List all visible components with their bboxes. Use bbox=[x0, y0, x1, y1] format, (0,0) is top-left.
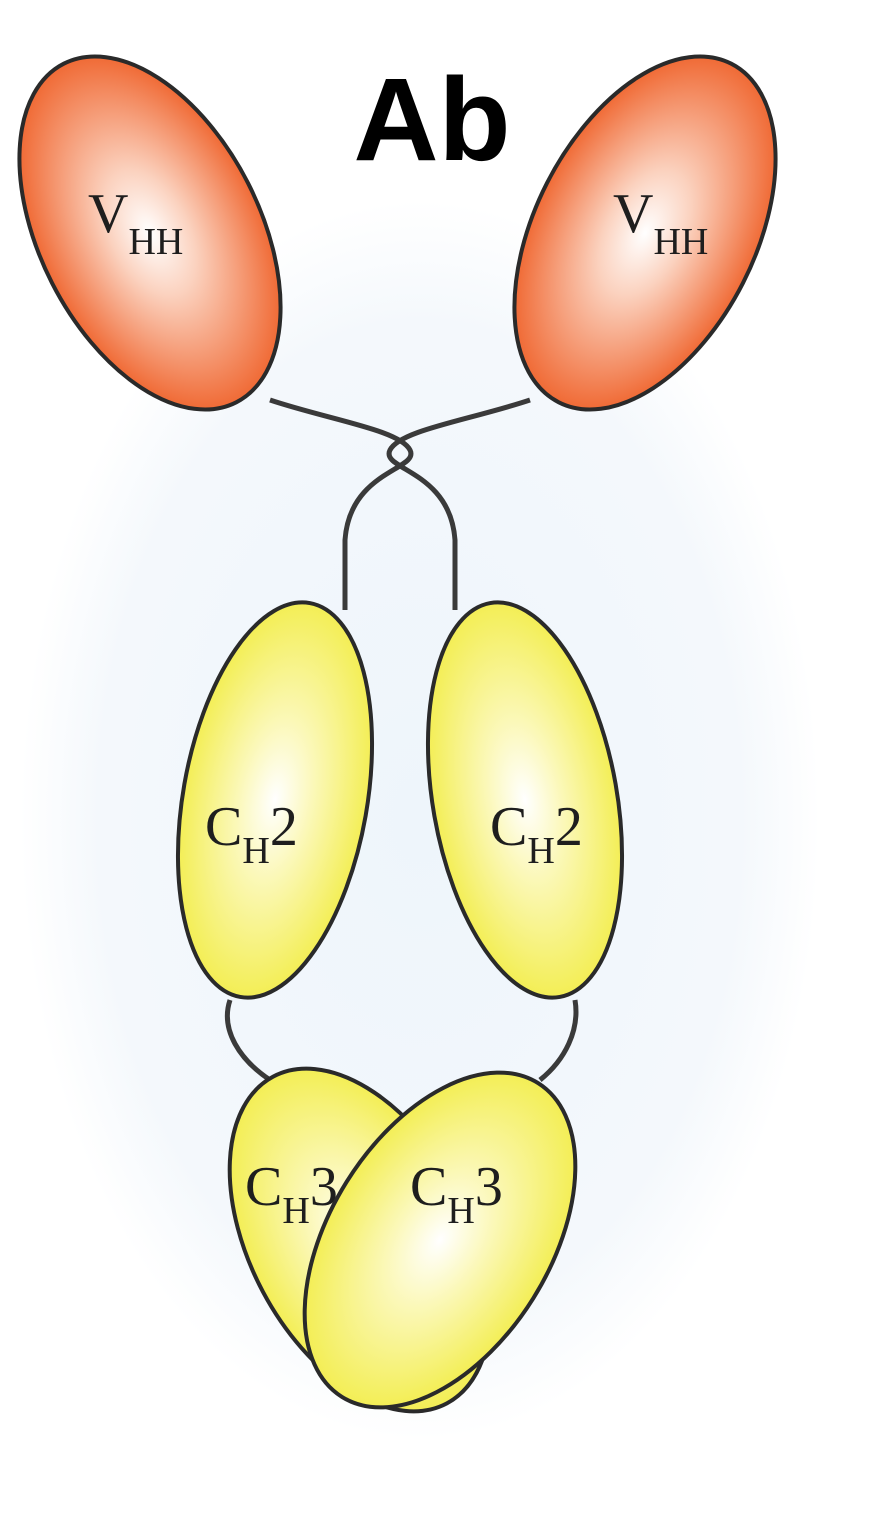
diagram-title: Ab bbox=[353, 54, 510, 186]
